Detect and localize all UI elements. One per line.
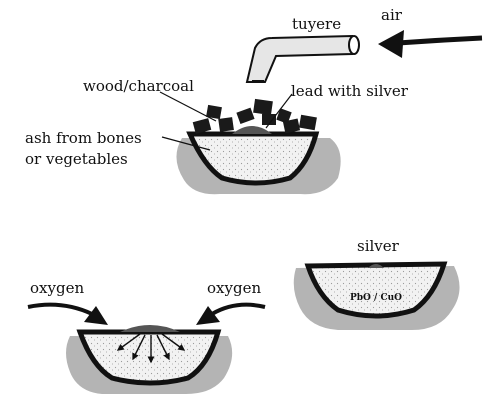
- oxidation-melt: [120, 325, 180, 332]
- oxygen-label-left: oxygen: [30, 279, 84, 297]
- absorption-arrows: [116, 333, 186, 364]
- silver-label: silver: [357, 237, 400, 255]
- ash-label-line2: or vegetables: [25, 150, 128, 168]
- air-label: air: [381, 6, 403, 24]
- oxides-label: PbO / CuO: [350, 293, 402, 303]
- oxygen-arrow-right: [196, 302, 266, 325]
- tuyere-label: tuyere: [292, 15, 341, 33]
- oxygen-label-right: oxygen: [207, 279, 261, 297]
- final-cupel: [304, 261, 448, 319]
- charcoal-pieces: [192, 98, 317, 134]
- cupel-oxidation-stage: oxygen oxygen: [27, 279, 266, 394]
- tuyere-pipe: [245, 34, 360, 83]
- cupel-final-stage: PbO / CuO silver: [293, 237, 460, 330]
- fuel-leader: [159, 91, 217, 122]
- oxygen-arrow-left: [27, 302, 108, 325]
- lead-dome: [232, 126, 272, 134]
- silver-bead: [368, 264, 384, 268]
- lead-label: lead with silver: [291, 82, 409, 100]
- ash-label-line1: ash from bones: [25, 129, 142, 147]
- cupel-bowl: [186, 131, 320, 186]
- air-arrow: [378, 30, 483, 58]
- lead-leader: [265, 93, 293, 129]
- fuel-label: wood/charcoal: [83, 77, 194, 95]
- ash-leader: [161, 136, 211, 151]
- cupel-heating-stage: tuyere air wood/charcoal: [25, 6, 483, 195]
